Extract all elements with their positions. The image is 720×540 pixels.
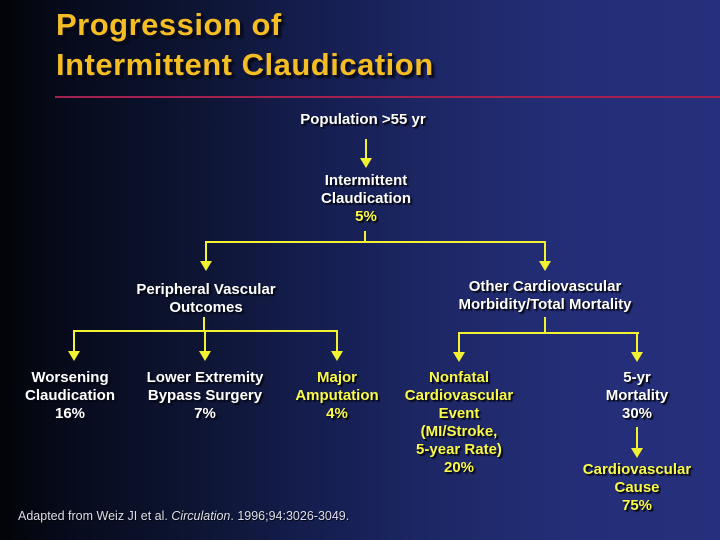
arrowhead-ic <box>360 158 372 168</box>
node-population-label: Population >55 yr <box>300 111 426 128</box>
arrowhead-other-cv <box>539 261 551 271</box>
footnote-suffix: . 1996;94:3026-3049. <box>230 509 350 523</box>
slide-title: Progression of Intermittent Claudication <box>56 5 434 85</box>
node-worsening-value: 16% <box>54 405 86 422</box>
node-cv-cause-line1: Cardiovascular <box>582 461 692 478</box>
connector-mortality-to-cause <box>636 427 638 449</box>
title-line-1: Progression of <box>56 7 282 42</box>
node-nonfatal-line1: Nonfatal <box>429 369 489 386</box>
node-other-cv-line1: Other Cardiovascular <box>468 278 622 295</box>
connector-to-worsening <box>73 330 75 352</box>
connector-to-peripheral <box>205 241 207 262</box>
node-peripheral-vascular: Peripheral Vascular Outcomes <box>96 281 316 317</box>
node-amputation-line2: Amputation <box>295 387 379 404</box>
node-mortality-line1: 5-yr <box>623 369 651 386</box>
node-worsening-line1: Worsening <box>31 369 109 386</box>
node-nonfatal-line3: Event <box>438 405 480 422</box>
connector-branch-horizontal <box>205 241 546 243</box>
node-nonfatal-line2: Cardiovascular <box>404 387 514 404</box>
connector-other-cv-horizontal <box>458 332 639 334</box>
footnote-prefix: Adapted from Weiz JI et al. <box>18 509 172 523</box>
node-other-cardiovascular: Other Cardiovascular Morbidity/Total Mor… <box>425 278 665 314</box>
title-line-2: Intermittent Claudication <box>56 47 434 82</box>
node-5yr-mortality: 5-yr Mortality 30% <box>577 369 697 423</box>
connector-ic-stub <box>364 231 366 243</box>
node-ic-value: 5% <box>355 208 377 225</box>
node-amputation-value: 4% <box>326 405 348 422</box>
node-intermittent-claudication: Intermittent Claudication 5% <box>266 172 466 226</box>
arrowhead-nonfatal <box>453 352 465 362</box>
node-bypass-line2: Bypass Surgery <box>147 387 263 404</box>
arrowhead-cv-cause <box>631 448 643 458</box>
node-cv-cause-line2: Cause <box>614 479 660 496</box>
node-major-amputation: Major Amputation 4% <box>272 369 402 423</box>
arrowhead-bypass <box>199 351 211 361</box>
connector-other-cv-stub <box>544 317 546 333</box>
node-population: Population >55 yr <box>253 111 473 129</box>
node-ic-line2: Claudication <box>320 190 411 207</box>
title-divider-line <box>55 96 720 98</box>
node-other-cv-line2: Morbidity/Total Mortality <box>458 296 632 313</box>
node-nonfatal-line5: 5-year Rate) <box>416 441 502 458</box>
node-amputation-line1: Major <box>316 369 357 386</box>
connector-to-mortality <box>636 332 638 353</box>
connector-peripheral-stub <box>203 317 205 332</box>
arrowhead-peripheral <box>200 261 212 271</box>
node-worsening-claudication: Worsening Claudication 16% <box>0 369 140 423</box>
connector-to-nonfatal <box>458 332 460 353</box>
node-nonfatal-line4: (MI/Stroke, <box>420 423 498 440</box>
node-bypass-line1: Lower Extremity <box>146 369 264 386</box>
connector-to-other-cv <box>544 241 546 262</box>
connector-to-bypass <box>204 330 206 352</box>
node-bypass-surgery: Lower Extremity Bypass Surgery 7% <box>115 369 295 423</box>
arrowhead-worsening <box>68 351 80 361</box>
node-cv-cause-value: 75% <box>621 497 653 514</box>
node-worsening-line2: Claudication <box>24 387 115 404</box>
node-mortality-value: 30% <box>621 405 653 422</box>
node-peripheral-line1: Peripheral Vascular <box>136 281 276 298</box>
node-nonfatal-value: 20% <box>443 459 475 476</box>
node-cardiovascular-cause: Cardiovascular Cause 75% <box>562 461 712 515</box>
node-bypass-value: 7% <box>194 405 216 422</box>
node-mortality-line2: Mortality <box>605 387 669 404</box>
connector-population-to-ic <box>365 139 367 160</box>
arrowhead-amputation <box>331 351 343 361</box>
citation-footnote: Adapted from Weiz JI et al. Circulation.… <box>18 509 349 523</box>
node-ic-line1: Intermittent <box>324 172 408 189</box>
node-peripheral-line2: Outcomes <box>169 299 243 316</box>
connector-to-amputation <box>336 330 338 352</box>
arrowhead-mortality <box>631 352 643 362</box>
footnote-journal: Circulation <box>171 509 231 523</box>
node-nonfatal-cv-event: Nonfatal Cardiovascular Event (MI/Stroke… <box>384 369 534 477</box>
